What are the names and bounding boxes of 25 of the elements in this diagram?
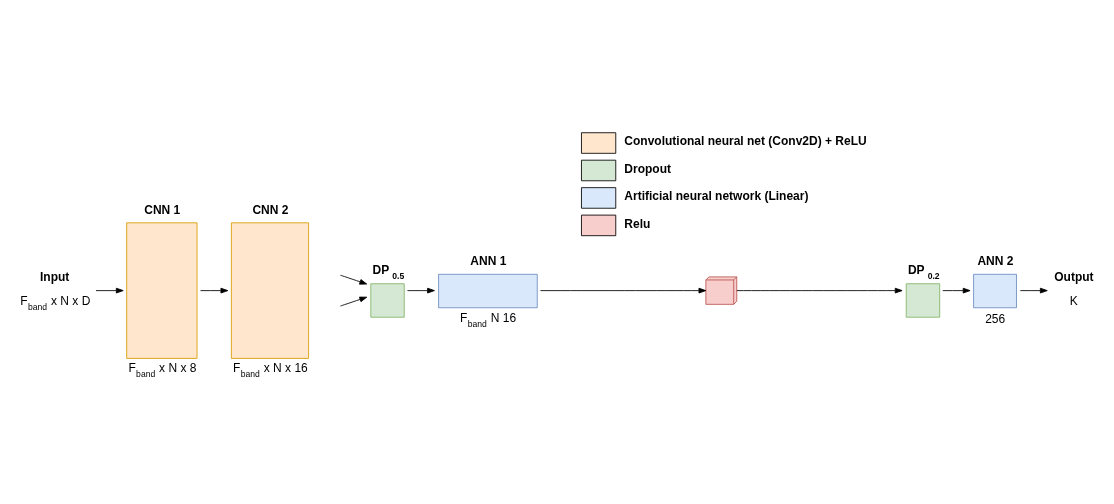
- arrow: [942, 287, 971, 294]
- arrow: [407, 287, 435, 294]
- legend-label: Dropout: [624, 161, 672, 176]
- node-label: F$_{band}$ x N x 8: [128, 361, 197, 380]
- arrow: [736, 287, 903, 294]
- arrow: [340, 274, 368, 285]
- node-label: CNN 1: [144, 202, 181, 217]
- node-label: F$_{band}$ x N x 16: [233, 361, 308, 380]
- node-text: Output K: [1054, 270, 1094, 309]
- arrow: [340, 296, 368, 307]
- arrow: [95, 287, 124, 294]
- arrow: [200, 287, 229, 294]
- node-label: ANN 2: [977, 254, 1014, 269]
- node-label: DP $_{0.5}$: [372, 263, 405, 282]
- legend-label: Artificial neural network (Linear): [624, 189, 809, 204]
- node-label: DP $_{0.2}$: [907, 263, 940, 282]
- arrow: [1019, 287, 1048, 294]
- node-text: Input F$_{band}$ x N x D: [20, 270, 91, 313]
- node-label: F$_{band}$ N 16: [460, 310, 517, 329]
- node-label: ANN 1: [470, 254, 507, 269]
- arrow: [540, 287, 707, 294]
- legend-label: Relu: [624, 216, 651, 231]
- node-label: 256: [985, 311, 1006, 326]
- node-label: CNN 2: [252, 202, 289, 217]
- legend-label: Convolutional neural net (Conv2D) + ReLU: [624, 134, 867, 149]
